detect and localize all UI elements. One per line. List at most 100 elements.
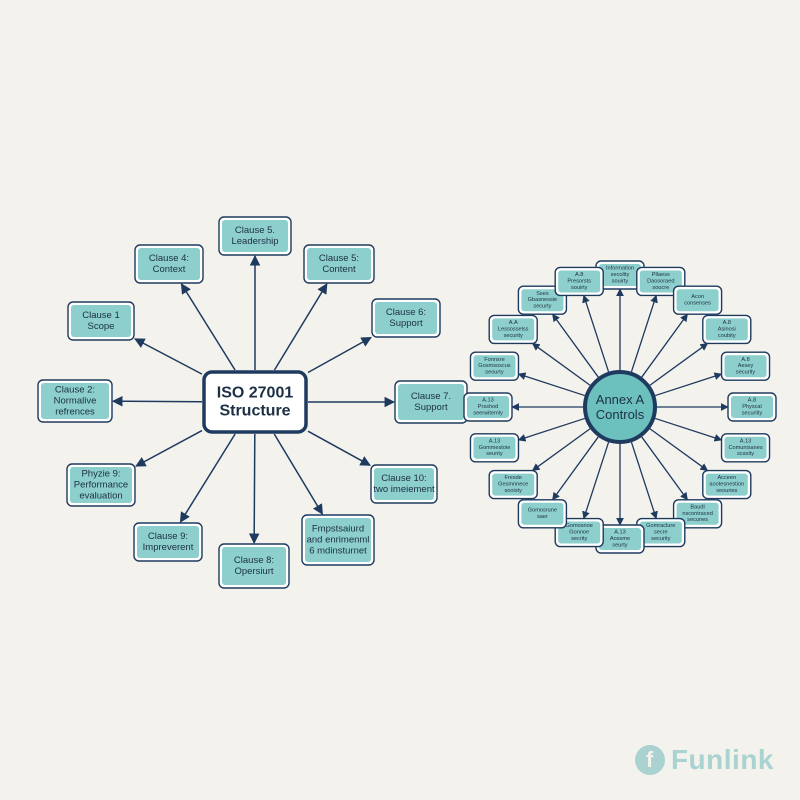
control-label: Gonnoe (569, 530, 589, 536)
control-label: coubity (718, 333, 736, 339)
control-connector (630, 294, 658, 373)
control-label: securlity (742, 410, 763, 416)
control-label: Gommestoie (479, 445, 511, 451)
control-connector (641, 313, 688, 378)
clause-label: Clause 2: (55, 385, 95, 396)
control-label: A.13 (489, 438, 501, 444)
control-label: securty (533, 304, 551, 310)
control-connector (654, 372, 723, 397)
clause-connector (248, 433, 260, 545)
clause-connector (135, 429, 203, 467)
clause-label: Scope (88, 321, 115, 332)
watermark-text: Funlink (670, 744, 774, 775)
control-label: seunty (486, 451, 503, 457)
control-label: Gomosnoe (566, 523, 593, 529)
control-label: A.8 (723, 320, 731, 326)
clause-connector (134, 338, 203, 375)
control-label: Pllaess (652, 272, 670, 278)
clause-label: Clause 6: (386, 307, 426, 318)
clause-label: Content (322, 264, 356, 275)
control-connector (649, 342, 709, 386)
clause-node: Clause 4:Context (134, 244, 204, 284)
control-connector (582, 294, 610, 373)
clause-connector (307, 336, 372, 374)
control-label: Gbasnessie (528, 297, 558, 303)
control-connector (517, 372, 586, 397)
control-label: seourty (485, 370, 504, 376)
control-label: secolity (611, 272, 630, 278)
control-connector (552, 436, 599, 501)
clause-label: Normalive (54, 396, 97, 407)
clause-label: refrences (55, 406, 95, 417)
control-label: Gomosrune (528, 508, 557, 514)
control-connector (582, 441, 610, 520)
control-label: A.13 (614, 530, 626, 536)
clause-label: Opersiurt (234, 566, 273, 577)
control-connector (641, 436, 688, 501)
control-label: consenses (684, 300, 711, 306)
control-label: seouries (716, 488, 737, 494)
clause-label: Fmpstsaiurd (312, 524, 364, 535)
control-label: Fresde (504, 475, 521, 481)
clause-node: Clause 6:Support (371, 298, 441, 338)
hub-title: Structure (219, 403, 290, 420)
hub-title: Annex A (596, 392, 645, 407)
control-label: secrity (571, 536, 587, 542)
clause-label: Clause 8: (234, 555, 274, 566)
control-label: souirty (571, 285, 588, 291)
control-label: souirty (612, 278, 629, 284)
control-label: Fonnsre (484, 357, 505, 363)
control-connector (531, 342, 591, 386)
clause-label: Clause 5: (319, 253, 359, 264)
right-connector-lines (511, 288, 729, 526)
clause-connector (307, 430, 371, 466)
control-label: Acon (691, 294, 704, 300)
control-connector (649, 428, 709, 472)
control-label: A.8 (748, 398, 756, 404)
control-label: A.13 (740, 438, 752, 444)
clause-label: Impreverent (143, 542, 194, 553)
clause-label: Performance (74, 480, 128, 491)
control-label: saer (537, 514, 548, 520)
clause-label: Leadership (231, 236, 278, 247)
control-label: Physcal (742, 404, 762, 410)
control-label: soucre (652, 285, 669, 291)
clause-label: Clause 4: (149, 253, 189, 264)
clause-node: Clause 7.Support (394, 380, 468, 424)
clause-label: Context (153, 264, 186, 275)
clause-node: Clause 9:Impreverent (133, 522, 203, 562)
clause-label: Clause 1 (82, 310, 120, 321)
control-connector (531, 428, 591, 472)
control-label: security (651, 536, 670, 542)
control-label: Aossme (610, 536, 630, 542)
control-label: Lessosselss (498, 326, 529, 332)
control-connector (552, 313, 599, 378)
control-label: seurty (612, 542, 627, 548)
clause-connector (273, 283, 328, 371)
control-label: Aesey (738, 363, 754, 369)
hub-title: Controls (596, 407, 645, 422)
control-label: Gesmnnece (498, 482, 528, 488)
clause-connector (273, 433, 324, 515)
funlink-watermark: f Funlink (634, 744, 774, 776)
control-label: Comunisanes (728, 445, 762, 451)
clause-node: Clause 10:two imeiement (370, 464, 438, 504)
control-label: scaxity (737, 451, 754, 457)
